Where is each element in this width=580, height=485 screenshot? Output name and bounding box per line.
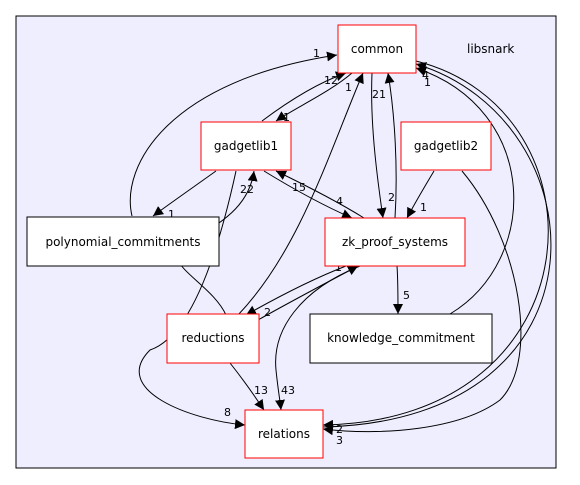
edge-count-label: 43 xyxy=(281,384,295,397)
edge-count-label: 1 xyxy=(168,208,175,221)
node-gadgetlib1[interactable]: gadgetlib1 xyxy=(200,121,292,171)
edge-count-label: 2 xyxy=(264,306,271,319)
edge-gadgetlib2-to-relations[interactable]: 3 xyxy=(322,170,522,447)
edge-gadgetlib1-to-zk-proof-systems[interactable]: 4 xyxy=(263,170,353,219)
edge-common-to-gadgetlib1[interactable]: 1 xyxy=(275,72,353,124)
edge-count-label: 8 xyxy=(224,406,231,419)
edge-count-label: 2 xyxy=(388,191,395,204)
edge-gadgetlib2-to-zk-proof-systems[interactable]: 1 xyxy=(406,170,435,219)
node-relations[interactable]: relations xyxy=(244,409,324,459)
edge-count-label: 4 xyxy=(336,195,343,208)
edge-zk-proof-systems-to-reductions[interactable]: 2 xyxy=(245,265,347,319)
edge-count-label: 1 xyxy=(345,81,352,94)
node-polynomial-commitments[interactable]: polynomial_commitments xyxy=(26,216,220,267)
edge-count-label: 21 xyxy=(372,88,386,101)
edge-count-label: 1 xyxy=(313,47,320,60)
edge-count-label: 1 xyxy=(424,76,431,89)
edge-zk-proof-systems-to-gadgetlib1[interactable]: 15 xyxy=(275,170,365,219)
edge-polynomial-commitments-to-common[interactable]: 1 xyxy=(129,47,338,217)
node-label: gadgetlib2 xyxy=(414,139,478,153)
edge-common-to-zk-proof-systems[interactable]: 2 xyxy=(371,72,395,219)
node-gadgetlib2[interactable]: gadgetlib2 xyxy=(400,121,492,171)
nodes: common gadgetlib1 gadgetlib2 polynomial_… xyxy=(26,24,493,459)
edge-count-label: 1 xyxy=(335,261,342,274)
edge-zk-proof-systems-to-common[interactable]: 21 xyxy=(372,72,397,219)
node-reductions[interactable]: reductions xyxy=(166,313,260,364)
edge-gadgetlib1-to-common[interactable]: 12 xyxy=(261,71,347,122)
edge-reductions-to-relations[interactable]: 13 xyxy=(229,362,268,411)
node-label: reductions xyxy=(181,331,244,345)
node-label: relations xyxy=(258,427,310,441)
edge-count-label: 5 xyxy=(403,289,410,302)
node-label: polynomial_commitments xyxy=(45,235,200,249)
edge-count-label: 1 xyxy=(283,111,290,124)
edge-zk-proof-systems-to-relations[interactable]: 43 xyxy=(275,265,361,411)
edge-count-label: 2 xyxy=(336,423,343,436)
node-label: gadgetlib1 xyxy=(214,139,278,153)
node-label: zk_proof_systems xyxy=(342,235,448,249)
edge-count-label: 13 xyxy=(254,384,268,397)
node-label: knowledge_commitment xyxy=(327,331,475,345)
edge-common-to-relations[interactable]: 2 xyxy=(322,60,549,436)
edge-count-label: 12 xyxy=(324,74,338,87)
edge-zk-proof-systems-to-knowledge-commitment[interactable]: 5 xyxy=(392,265,410,315)
edge-count-label: 3 xyxy=(336,434,343,447)
cluster-label: libsnark xyxy=(467,42,514,56)
edge-count-label: 15 xyxy=(292,181,306,194)
edge-count-label: 4 xyxy=(422,69,429,82)
edge-knowledge-commitment-to-common[interactable]: 1 xyxy=(415,66,515,315)
node-knowledge-commitment[interactable]: knowledge_commitment xyxy=(309,313,493,364)
node-label: common xyxy=(351,42,403,56)
node-common[interactable]: common xyxy=(337,24,417,74)
edge-relations-to-common[interactable]: 4 xyxy=(322,62,552,428)
edge-count-label: 1 xyxy=(420,201,427,214)
node-zk-proof-systems[interactable]: zk_proof_systems xyxy=(324,217,466,267)
edge-gadgetlib1-to-polynomial-commitments[interactable]: 1 xyxy=(152,170,217,221)
edge-count-label: 22 xyxy=(240,183,254,196)
